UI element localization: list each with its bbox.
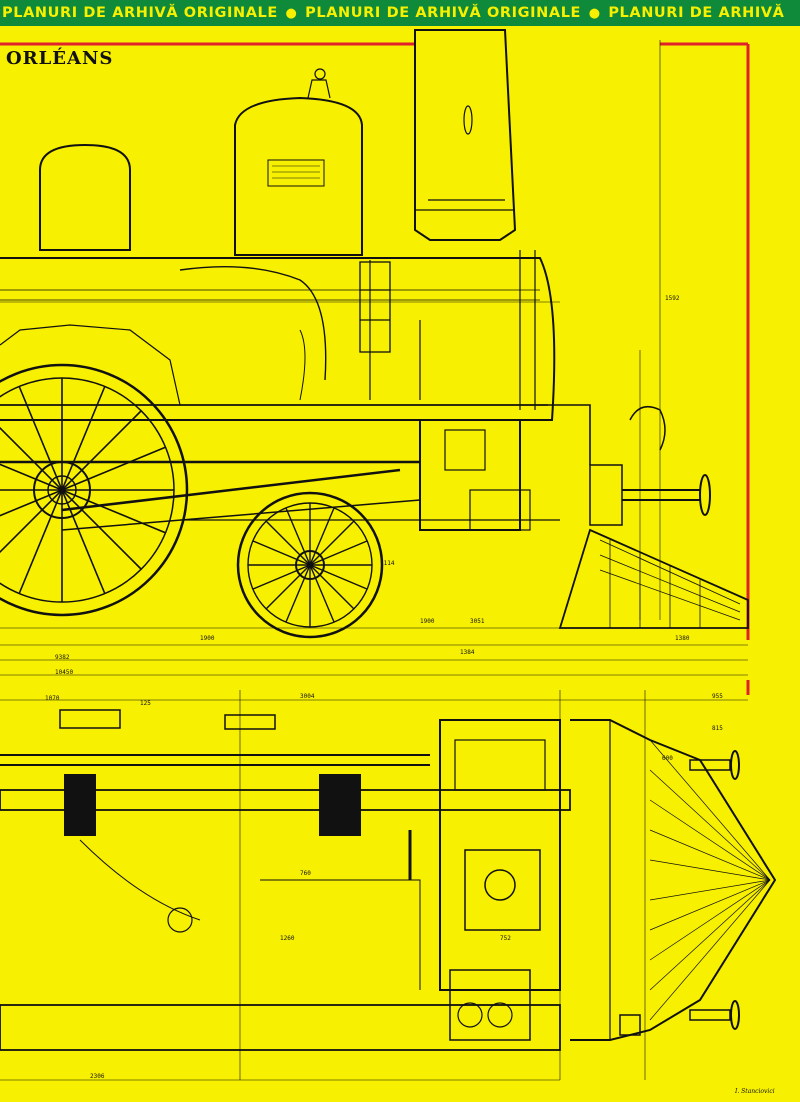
archive-banner: PLANURI DE ARHIVĂ ORIGINALE ● PLANURI DE… [0,0,800,26]
banner-separator-2: ● [588,6,601,21]
dimension-label: 2306 [90,1073,105,1080]
banner-segment-1: PLANURI DE ARHIVĂ ORIGINALE [2,5,278,21]
dimension-label: 1114 [380,560,395,567]
dimension-label: 3004 [300,693,315,700]
dimension-label: 3051 [470,618,485,625]
dimension-label: 1592 [665,295,680,302]
dimension-label: 10450 [55,669,73,676]
dimension-label: 752 [500,935,511,942]
artist-signature: I. Stanciovici [735,1088,775,1095]
dimension-label: 1380 [675,635,690,642]
side-elevation-view [0,29,749,676]
dimension-label: 1260 [280,935,295,942]
dimension-label: 9382 [55,654,70,661]
plan-view [0,690,777,1081]
dimension-label: 600 [662,755,673,762]
dimension-label: 1900 [420,618,435,625]
dimension-label: 760 [300,870,311,877]
dimension-label: 1900 [200,635,215,642]
banner-segment-2: PLANURI DE ARHIVĂ ORIGINALE [305,5,582,21]
dimension-label: 1070 [45,695,60,702]
dimension-label: 1384 [460,649,475,656]
driving-wheel [0,363,189,617]
banner-separator-1: ● [285,6,298,21]
dimension-label: 125 [140,700,151,707]
page-title: ORLÉANS [6,48,114,69]
banner-segment-3: PLANURI DE ARHIVĂ [608,5,785,21]
dimension-label: 955 [712,693,723,700]
red-frame [0,42,750,695]
leading-wheel [236,491,384,639]
dimension-label: 815 [712,725,723,732]
